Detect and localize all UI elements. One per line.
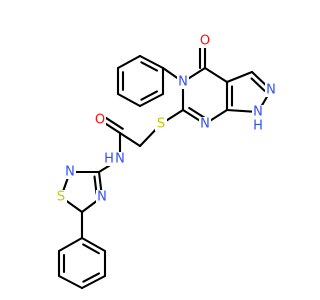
atom-label-background [114, 152, 126, 166]
bond-line [80, 274, 107, 290]
thiadiazole-nitrogen-label-b: N [65, 165, 75, 180]
bond-line [225, 70, 254, 84]
thioether-sulfur-label: S [157, 117, 165, 132]
atom-label-background [252, 105, 264, 119]
bond-line [116, 92, 142, 108]
bond-line [118, 131, 142, 148]
atom-label-background [199, 34, 211, 48]
atom-label-background [96, 190, 108, 204]
atom-label-background [64, 165, 76, 179]
bond-line [101, 114, 124, 130]
bond-line [82, 243, 100, 255]
bond-line [57, 236, 84, 253]
atom-label-background [177, 75, 189, 89]
thiadiazole-nitrogen-label-a: N [97, 190, 107, 205]
bond-line [250, 77, 266, 92]
amide-nitrogen-label: N [115, 152, 125, 167]
pyrazole-nitrogen-label: N [266, 83, 276, 98]
atom-label-background [199, 117, 211, 131]
atom-label-background [155, 117, 167, 131]
ring-nitrogen-n7-label: N [200, 117, 210, 132]
thiadiazole-sulfur-label: S [57, 190, 65, 205]
atom-label-background [265, 83, 277, 97]
bond-line [140, 90, 159, 101]
bond-line [57, 274, 84, 290]
pyrazole-nh-hydrogen-label: H [253, 119, 263, 134]
bond-line [188, 106, 206, 119]
pyrazole-nh-nitrogen-label: N [253, 105, 263, 120]
bond-line [80, 236, 107, 253]
ketone-oxygen-label: O [200, 34, 210, 49]
amide-hydrogen-label: H [104, 152, 114, 167]
bond-line [203, 66, 229, 84]
bond-line [138, 92, 165, 108]
atom-label-background [55, 190, 67, 204]
bond-line [116, 54, 142, 70]
atom-label-background [103, 152, 115, 166]
atom-label-background [252, 119, 264, 133]
bond-line [138, 54, 165, 70]
ring-nitrogen-n5-label: N [178, 75, 188, 90]
atom-label-background [94, 113, 106, 127]
bond-lines [57, 41, 273, 290]
bond-line [140, 61, 159, 72]
amide-oxygen-label: O [95, 113, 105, 128]
bond-line [82, 272, 101, 283]
